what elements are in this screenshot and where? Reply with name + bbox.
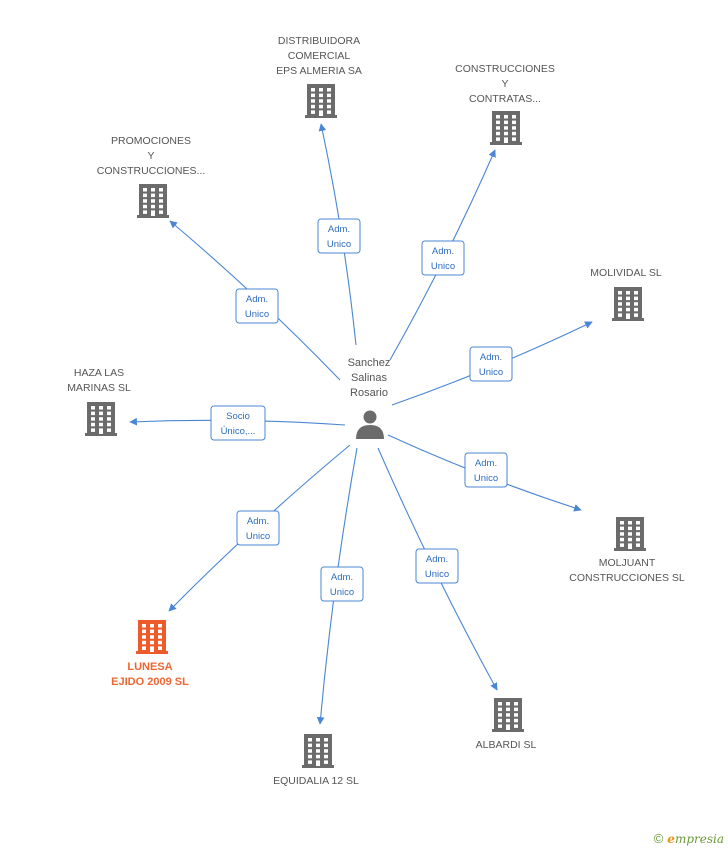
edges-layer: Adm.UnicoAdm.UnicoAdm.UnicoAdm.UnicoSoci… [129, 123, 593, 725]
company-node-lunesa[interactable]: LUNESA EJIDO 2009 SL [111, 620, 189, 688]
company-node-promociones[interactable]: PROMOCIONES Y CONSTRUCCIONES... [97, 135, 206, 218]
relation-text: Unico [327, 239, 351, 250]
relation-text: Unico [246, 531, 270, 542]
company-node-distribuidora[interactable]: DISTRIBUIDORA COMERCIAL EPS ALMERIA SA [276, 35, 362, 118]
relation-text: Adm. [480, 352, 502, 363]
building-icon[interactable] [305, 84, 337, 118]
relation-text: Unico [479, 367, 503, 378]
relation-box [320, 566, 364, 602]
relation-text: Unico [474, 473, 498, 484]
relation-box [421, 240, 465, 276]
person-name-line: Sanchez [348, 357, 391, 369]
company-node-construcciones-contratas[interactable]: CONSTRUCCIONES Y CONTRATAS... [455, 63, 555, 145]
person-name-line: Salinas [351, 372, 388, 384]
company-name-line: HAZA LAS [74, 367, 124, 379]
building-icon[interactable] [302, 734, 334, 768]
relation-box [469, 346, 513, 382]
company-name-line: CONTRATAS... [469, 93, 541, 105]
company-name-line: EJIDO 2009 SL [111, 676, 189, 688]
relation-label-albardi[interactable]: Adm. Unico [415, 548, 459, 584]
relation-text: Adm. [331, 572, 353, 583]
nodes-layer: DISTRIBUIDORA COMERCIAL EPS ALMERIA SA CONS… [67, 35, 685, 787]
relation-text: Unico [330, 587, 354, 598]
copyright-symbol: © [653, 831, 664, 846]
relation-text: Adm. [426, 554, 448, 565]
company-name-line: EPS ALMERIA SA [276, 65, 362, 77]
relation-text: Único,... [221, 426, 256, 437]
relation-text: Unico [245, 309, 269, 320]
company-node-equidalia[interactable]: EQUIDALIA 12 SL [273, 734, 359, 787]
building-icon[interactable] [136, 620, 168, 654]
company-name-line: LUNESA [127, 661, 172, 673]
company-name-line: Y [501, 78, 508, 90]
company-name-line: ALBARDI SL [476, 739, 537, 751]
relation-box [210, 405, 266, 441]
person-name-line: Rosario [350, 387, 388, 399]
relation-label-equidalia[interactable]: Adm. Unico [320, 566, 364, 602]
relation-label-moljuant[interactable]: Adm. Unico [464, 452, 508, 488]
company-name-line: CONSTRUCCIONES... [97, 165, 206, 177]
relation-label-distribuidora[interactable]: Adm. Unico [317, 218, 361, 254]
relation-text: Adm. [328, 224, 350, 235]
company-name-line: MARINAS SL [67, 382, 131, 394]
relation-text: Adm. [432, 246, 454, 257]
building-icon[interactable] [612, 287, 644, 321]
relation-box [235, 288, 279, 324]
company-name-line: CONSTRUCCIONES SL [569, 572, 685, 584]
relation-label-molividal[interactable]: Adm. Unico [469, 346, 513, 382]
company-name-line: DISTRIBUIDORA [278, 35, 360, 47]
relation-label-promociones[interactable]: Adm. Unico [235, 288, 279, 324]
building-icon[interactable] [85, 402, 117, 436]
company-name-line: MOLJUANT [599, 557, 656, 569]
company-name-line: Y [147, 150, 154, 162]
company-name-line: PROMOCIONES [111, 135, 191, 147]
building-icon[interactable] [490, 111, 522, 145]
relation-box [415, 548, 459, 584]
person-icon[interactable] [356, 410, 384, 440]
company-name-line: CONSTRUCCIONES [455, 63, 555, 75]
company-node-haza[interactable]: HAZA LAS MARINAS SL [67, 367, 131, 436]
building-icon[interactable] [492, 698, 524, 732]
relation-box [236, 510, 280, 546]
relation-text: Adm. [475, 458, 497, 469]
company-name-line: MOLIVIDAL SL [590, 267, 662, 279]
relation-label-lunesa[interactable]: Adm. Unico [236, 510, 280, 546]
building-icon[interactable] [137, 184, 169, 218]
building-icon[interactable] [614, 517, 646, 551]
relation-text: Unico [425, 569, 449, 580]
relation-text: Socio [226, 411, 250, 422]
company-node-moljuant[interactable]: MOLJUANT CONSTRUCCIONES SL [569, 517, 685, 584]
brand-logo[interactable]: empresia [667, 831, 724, 846]
company-node-albardi[interactable]: ALBARDI SL [476, 698, 537, 751]
relation-text: Adm. [246, 294, 268, 305]
company-node-molividal[interactable]: MOLIVIDAL SL [590, 267, 662, 321]
relation-label-construcciones-contratas[interactable]: Adm. Unico [421, 240, 465, 276]
relation-box [464, 452, 508, 488]
relation-label-haza[interactable]: SocioÚnico,... [210, 405, 266, 441]
relation-text: Unico [431, 261, 455, 272]
footer-credit[interactable]: © empresia [654, 831, 724, 846]
company-name-line: EQUIDALIA 12 SL [273, 775, 359, 787]
relation-box [317, 218, 361, 254]
company-name-line: COMERCIAL [288, 50, 351, 62]
relation-text: Adm. [247, 516, 269, 527]
